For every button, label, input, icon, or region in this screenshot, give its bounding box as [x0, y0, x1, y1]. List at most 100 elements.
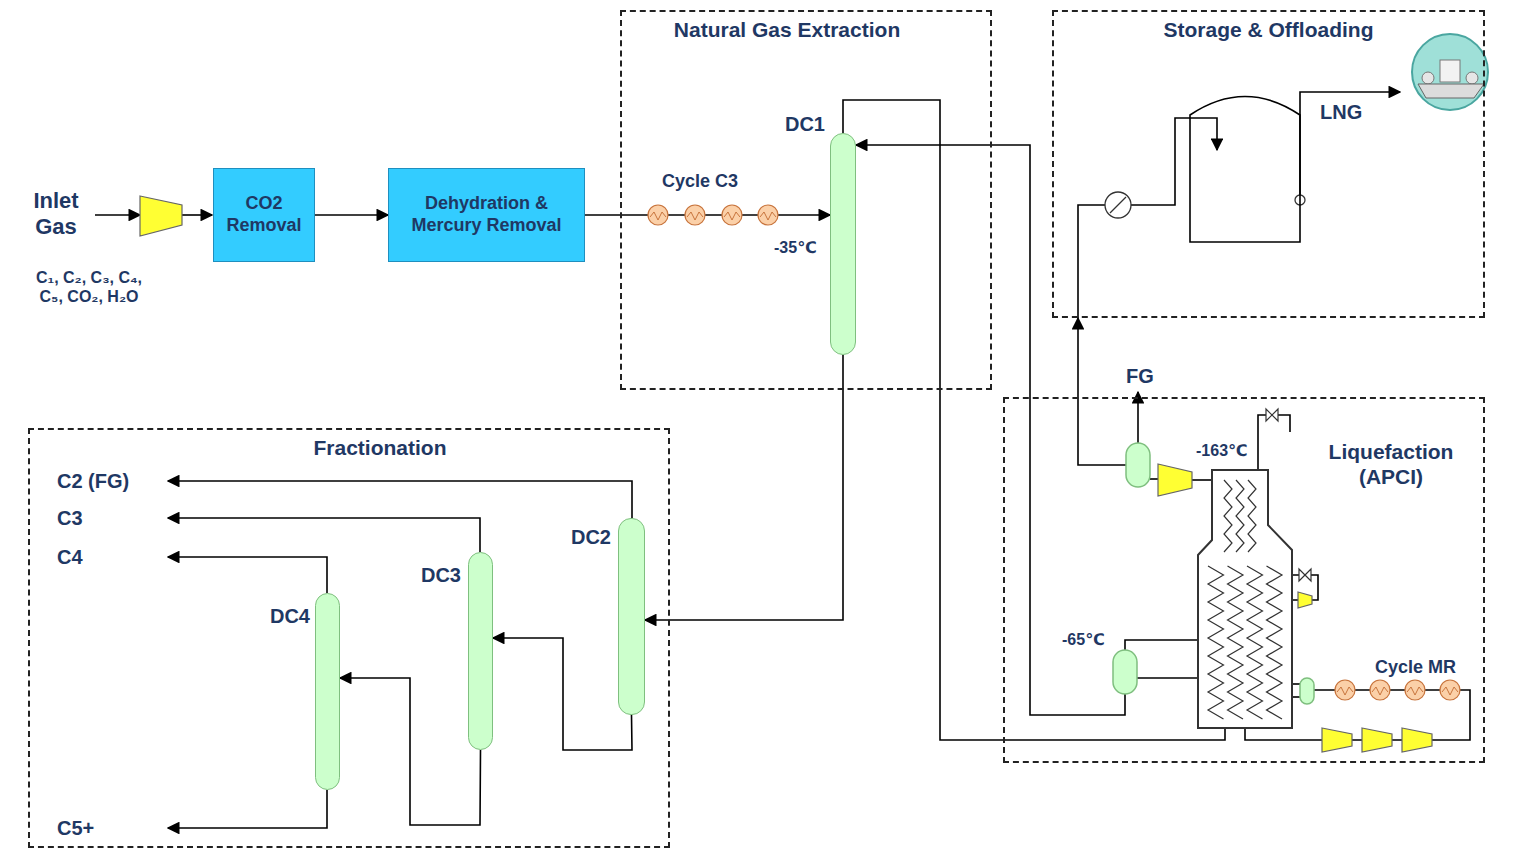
heat-exchanger-symbol	[1335, 680, 1355, 700]
stream-label: C₁, C₂, C₃, C₄, C₅, CO₂, H₂O	[22, 268, 156, 306]
process-line	[1150, 478, 1158, 480]
process-line	[1125, 640, 1198, 650]
compressor-symbol	[1362, 728, 1392, 752]
ship-icon	[1422, 72, 1434, 84]
ship-icon	[1412, 34, 1488, 110]
exchanger-wave	[1372, 687, 1388, 695]
coil-winding	[1236, 480, 1244, 552]
exchanger-wave	[687, 212, 703, 220]
process-line	[1078, 205, 1105, 318]
distillation-column: DC3	[468, 552, 493, 750]
heat-exchanger-symbol	[758, 205, 778, 225]
separator-drum	[1126, 443, 1150, 487]
box-label: CO2 Removal	[214, 189, 314, 240]
ship-icon	[1412, 34, 1488, 110]
process-stream	[340, 678, 481, 825]
stream-label: C4	[55, 545, 85, 569]
heat-exchanger-symbol	[648, 205, 668, 225]
stream-label: FG	[1124, 364, 1156, 388]
pump-symbol	[1105, 192, 1305, 218]
exchanger-wave	[724, 212, 740, 220]
process-stream	[315, 214, 388, 216]
compressor-symbol	[140, 196, 182, 236]
process-stream	[493, 638, 632, 750]
heat-exchanger-symbol	[722, 205, 742, 225]
stream-label: -163℃	[1194, 441, 1249, 460]
heat-exchanger-symbol	[1370, 680, 1390, 700]
distillation-column: DC4	[315, 593, 340, 790]
stream-label: LNG	[1318, 100, 1364, 124]
process-stream	[843, 100, 1003, 740]
process-line	[1137, 392, 1139, 443]
process-line	[95, 214, 140, 216]
coil-winding	[1248, 480, 1256, 552]
valve-symbol	[1299, 569, 1311, 581]
process-line	[1192, 479, 1212, 481]
process-box: Dehydration & Mercury Removal	[388, 168, 585, 262]
process-line	[168, 481, 632, 518]
compressor-symbol	[1402, 728, 1432, 752]
process-line	[95, 92, 1470, 828]
box-label: Dehydration & Mercury Removal	[389, 189, 584, 240]
section-title: Natural Gas Extraction	[622, 17, 952, 42]
heat-exchanger-symbol	[1440, 680, 1460, 700]
process-line	[1078, 397, 1126, 465]
ship-icon	[1440, 60, 1460, 82]
coil-winding	[1208, 480, 1282, 719]
stream-label: -35℃	[772, 238, 819, 257]
compressor-symbol	[1298, 592, 1312, 608]
distillation-column: DC1	[830, 133, 856, 355]
exchanger-wave	[650, 212, 666, 220]
process-stream	[1077, 318, 1079, 397]
process-line	[1300, 92, 1400, 195]
section-title: Liquefaction (APCI)	[1303, 439, 1479, 489]
process-line	[168, 557, 327, 593]
process-line	[1030, 397, 1125, 715]
separator-drum	[1300, 678, 1314, 704]
ship-icon	[1418, 84, 1484, 98]
process-stream	[856, 145, 1030, 397]
exchanger-wave	[1442, 687, 1458, 695]
exchanger-wave	[1337, 687, 1353, 695]
process-line	[1292, 683, 1300, 685]
stream-label: C2 (FG)	[55, 469, 131, 493]
process-line	[168, 790, 327, 828]
column-tag: DC2	[555, 525, 611, 549]
coil-winding	[1247, 566, 1263, 719]
heat-exchanger-symbol	[685, 205, 705, 225]
process-line	[1258, 415, 1290, 470]
process-line	[1131, 118, 1217, 205]
process-line	[1292, 696, 1300, 698]
heat-exchanger-symbol	[1405, 680, 1425, 700]
coil-winding	[1224, 480, 1232, 552]
compressor-symbol	[1158, 464, 1192, 496]
stream-label: C3	[55, 506, 85, 530]
process-line	[182, 214, 212, 216]
compressor-symbol	[1322, 728, 1352, 752]
process-line	[168, 518, 480, 552]
valve-symbol	[1266, 409, 1278, 421]
stream-label: C5+	[55, 816, 96, 840]
coil-winding	[1208, 566, 1224, 719]
process-box: CO2 Removal	[213, 168, 315, 262]
column-tag: DC1	[769, 112, 825, 136]
stream-label: Inlet Gas	[18, 188, 94, 241]
stream-label: Cycle MR	[1373, 657, 1458, 679]
process-line	[1003, 728, 1225, 740]
section-title: Fractionation	[90, 435, 670, 460]
distillation-column: DC2	[618, 518, 645, 715]
section-region: Natural Gas ExtractionDC1	[620, 10, 992, 390]
column-tag: DC3	[405, 563, 461, 587]
exchanger-wave	[760, 212, 776, 220]
separator-drum	[1113, 650, 1137, 694]
ship-icon	[1466, 72, 1478, 84]
column-tag: DC4	[254, 604, 310, 628]
exchanger-wave	[1407, 687, 1423, 695]
spiral-wound-exchanger	[1198, 470, 1292, 728]
stream-label: -65℃	[1060, 630, 1107, 649]
process-stream	[645, 355, 843, 620]
pump-symbol	[1110, 197, 1126, 213]
stream-label: Cycle C3	[660, 171, 740, 193]
